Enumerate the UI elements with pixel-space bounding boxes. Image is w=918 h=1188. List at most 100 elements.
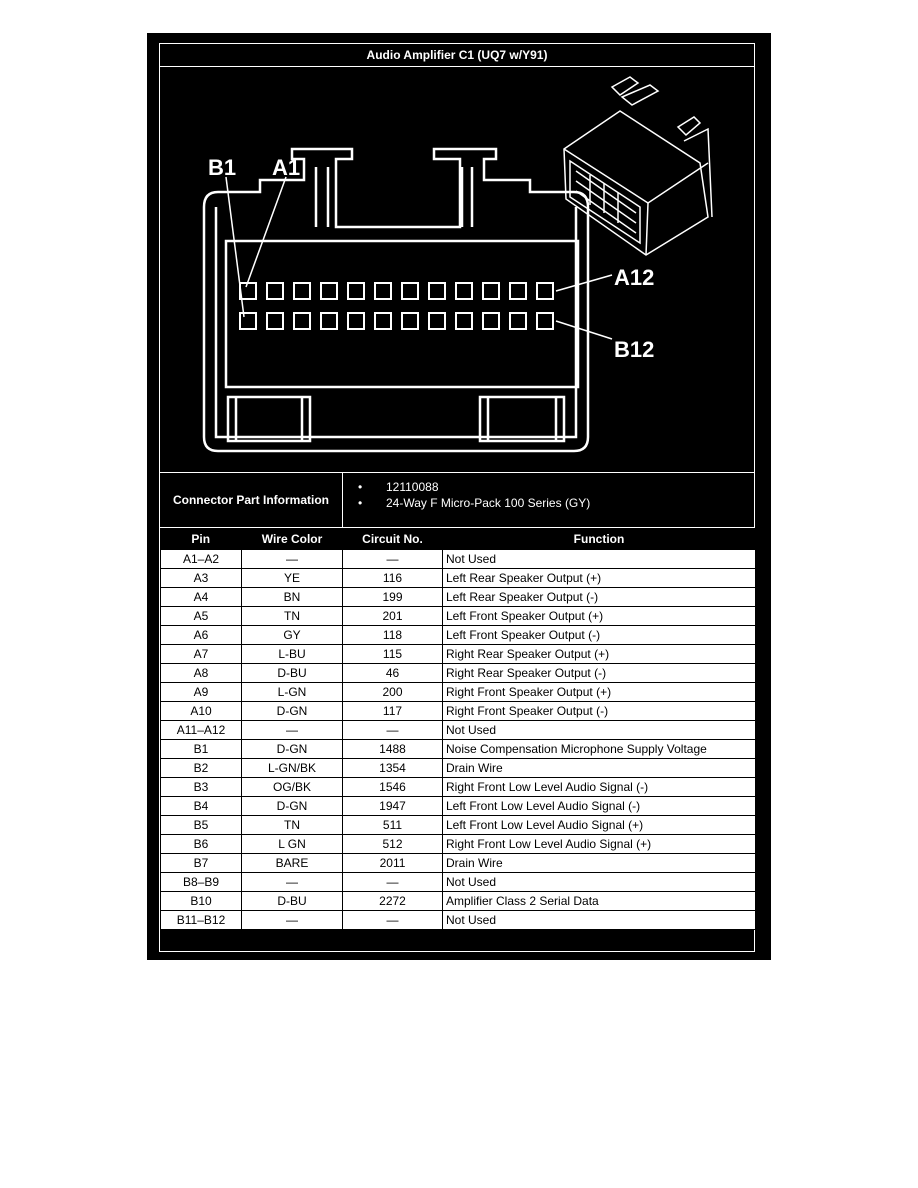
pin-cell: B3 <box>160 777 242 797</box>
function-cell: Left Front Speaker Output (-) <box>442 625 756 645</box>
circuit-cell: 2272 <box>342 891 443 911</box>
wire-color-cell: D-GN <box>241 796 343 816</box>
wire-color-cell: L-GN <box>241 682 343 702</box>
part-info-item: • 24-Way F Micro-Pack 100 Series (GY) <box>358 495 590 511</box>
pin-cell: A4 <box>160 587 242 607</box>
wire-color-cell: — <box>241 872 343 892</box>
circuit-cell: 1947 <box>342 796 443 816</box>
pin-cell: A1–A2 <box>160 549 242 569</box>
wire-color-cell: D-BU <box>241 663 343 683</box>
connector-3d-view <box>563 76 713 256</box>
wire-color-cell: — <box>241 549 343 569</box>
label-a1: A1 <box>272 155 300 180</box>
pin-row-a <box>239 282 554 300</box>
bullet-icon: • <box>358 496 363 510</box>
circuit-cell: — <box>342 910 443 930</box>
wire-color-cell: L-GN/BK <box>241 758 343 778</box>
pin-cell: B11–B12 <box>160 910 242 930</box>
pin-cell: B5 <box>160 815 242 835</box>
table-row: A11–A12——Not Used <box>160 720 756 740</box>
circuit-cell: 201 <box>342 606 443 626</box>
connector-part-information: Connector Part Information •12110088 •24… <box>160 473 754 528</box>
connector-outline <box>202 147 590 453</box>
wire-color-cell: GY <box>241 625 343 645</box>
pin-cell: B8–B9 <box>160 872 242 892</box>
circuit-cell: — <box>342 720 443 740</box>
pin-cell: B6 <box>160 834 242 854</box>
pin-cell: A11–A12 <box>160 720 242 740</box>
label-b12: B12 <box>614 337 654 362</box>
circuit-cell: 115 <box>342 644 443 664</box>
part-description: 24-Way F Micro-Pack 100 Series (GY) <box>386 496 591 510</box>
wire-color-cell: L-BU <box>241 644 343 664</box>
wire-color-cell: D-BU <box>241 891 343 911</box>
pin-cell: B4 <box>160 796 242 816</box>
circuit-cell: 2011 <box>342 853 443 873</box>
circuit-cell: 46 <box>342 663 443 683</box>
wire-color-cell: — <box>241 910 343 930</box>
wire-color-cell: BN <box>241 587 343 607</box>
function-cell: Right Front Low Level Audio Signal (-) <box>442 777 756 797</box>
function-cell: Right Front Low Level Audio Signal (+) <box>442 834 756 854</box>
wire-color-cell: YE <box>241 568 343 588</box>
circuit-cell: 1488 <box>342 739 443 759</box>
function-cell: Not Used <box>442 910 756 930</box>
pin-cell: A9 <box>160 682 242 702</box>
circuit-cell: 512 <box>342 834 443 854</box>
function-cell: Right Rear Speaker Output (-) <box>442 663 756 683</box>
function-cell: Left Front Speaker Output (+) <box>442 606 756 626</box>
bullet-icon: • <box>358 480 363 494</box>
function-cell: Right Front Speaker Output (+) <box>442 682 756 702</box>
function-cell: Left Rear Speaker Output (-) <box>442 587 756 607</box>
circuit-cell: 118 <box>342 625 443 645</box>
circuit-cell: 116 <box>342 568 443 588</box>
sheet-frame: Audio Amplifier C1 (UQ7 w/Y91) <box>159 43 756 952</box>
function-cell: Right Rear Speaker Output (+) <box>442 644 756 664</box>
pin-cell: A8 <box>160 663 242 683</box>
connector-diagram: B1 A1 A12 B12 <box>160 67 754 473</box>
wire-color-cell: — <box>241 720 343 740</box>
function-cell: Left Rear Speaker Output (+) <box>442 568 756 588</box>
pinout-table: Pin Wire Color Circuit No. Function A1–A… <box>160 528 756 930</box>
function-cell: Noise Compensation Microphone Supply Vol… <box>442 739 756 759</box>
part-info-item: • 12110088 <box>358 479 590 495</box>
wire-color-cell: TN <box>241 815 343 835</box>
part-info-list: • 12110088 • 24-Way F Micro-Pack 100 Serie… <box>358 479 590 511</box>
function-cell: Not Used <box>442 872 756 892</box>
pin-cell: A10 <box>160 701 242 721</box>
wire-color-cell: BARE <box>241 853 343 873</box>
header-wire-color: Wire Color <box>241 528 343 550</box>
header-pin: Pin <box>160 528 242 550</box>
circuit-cell: 117 <box>342 701 443 721</box>
function-cell: Not Used <box>442 720 756 740</box>
pin-cell: A6 <box>160 625 242 645</box>
part-number: 12110088 <box>386 480 439 494</box>
connector-face-drawing: B1 A1 A12 B12 <box>202 76 713 453</box>
table-row: B8–B9——Not Used <box>160 872 756 892</box>
function-cell: Left Front Low Level Audio Signal (-) <box>442 796 756 816</box>
pin-cell: B2 <box>160 758 242 778</box>
pin-cell: B10 <box>160 891 242 911</box>
pin-row-b <box>239 312 554 330</box>
leader-lines <box>225 176 613 340</box>
wire-color-cell: D-GN <box>241 701 343 721</box>
function-cell: Not Used <box>442 549 756 569</box>
function-cell: Drain Wire <box>442 853 756 873</box>
function-cell: Left Front Low Level Audio Signal (+) <box>442 815 756 835</box>
connector-sheet: Audio Amplifier C1 (UQ7 w/Y91) <box>147 33 771 960</box>
wire-color-cell: OG/BK <box>241 777 343 797</box>
